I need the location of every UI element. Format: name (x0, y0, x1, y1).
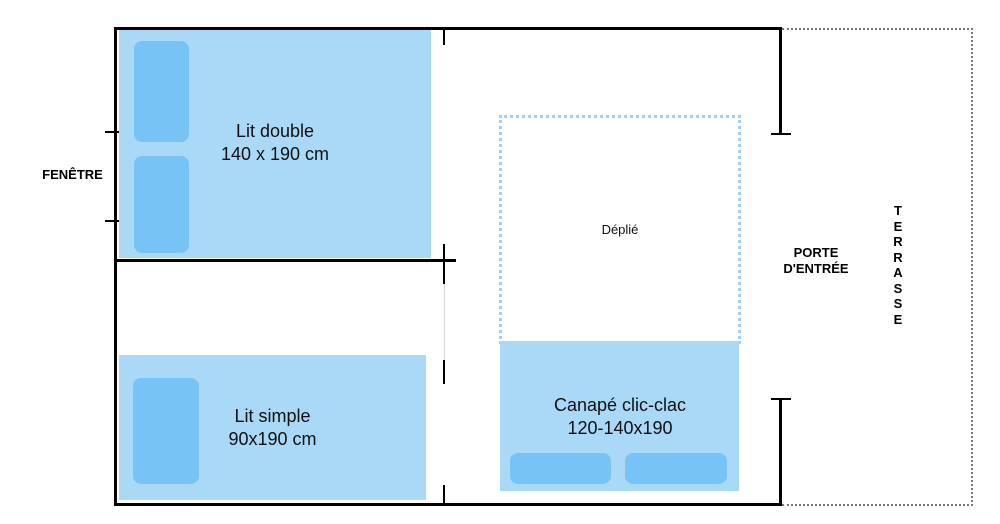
double-bed-label-line2: 140 x 190 cm (220, 143, 330, 164)
single-bed-label-line1: Lit simple (234, 406, 311, 426)
terrace-letter: R (893, 234, 903, 249)
wall-bottom (114, 503, 782, 506)
single-bed-label-line2: 90x190 cm (228, 428, 317, 449)
entrance-door-label: PORTE D'ENTRÉE (770, 245, 862, 278)
terrace-label: T E R R A S S E (886, 203, 910, 327)
terrace-letter: R (893, 249, 903, 265)
partition-thin (444, 284, 445, 360)
terrace-outline (782, 28, 973, 506)
wall-right-bottom (779, 398, 782, 506)
wall-left (114, 27, 117, 506)
sofa-cushion-left (510, 453, 611, 484)
door-tick-top (771, 133, 791, 135)
entrance-door-label-line1: PORTE (793, 245, 839, 260)
sofa-bed-label: Canapé clic-clac 120-140x190 (520, 394, 720, 439)
terrace-letter: E (893, 311, 903, 327)
window-tick-top (105, 131, 125, 133)
sofa-cushion-right (625, 453, 727, 484)
partition-vertical-bottom (443, 360, 445, 384)
single-bed-pillow (133, 378, 199, 484)
terrace-letter: T (894, 203, 902, 218)
terrace-letter: S (893, 296, 903, 311)
partition-vertical-lower (443, 485, 445, 505)
entrance-door-label-line2: D'ENTRÉE (783, 261, 849, 277)
sofa-bed-label-line1: Canapé clic-clac (553, 395, 687, 415)
partition-vertical-top (443, 27, 445, 45)
window-label: FENÊTRE (42, 167, 103, 182)
door-tick-bottom (771, 398, 791, 400)
terrace-letter: E (893, 218, 903, 234)
terrace-letter: A (893, 265, 903, 280)
sofa-bed-label-line2: 120-140x190 (567, 417, 673, 438)
wall-top (114, 27, 782, 30)
wall-right-top (779, 27, 782, 135)
double-bed-label: Lit double 140 x 190 cm (200, 120, 350, 165)
partition-horizontal (114, 259, 456, 262)
single-bed-label: Lit simple 90x190 cm (200, 405, 345, 450)
sofa-unfolded-label: Déplié (601, 222, 639, 237)
window-tick-bottom (105, 220, 125, 222)
partition-vertical-mid (443, 244, 445, 284)
double-bed-label-line1: Lit double (235, 121, 315, 141)
double-bed-pillow-bottom (134, 156, 189, 253)
terrace-letter: S (893, 280, 903, 296)
double-bed-pillow-top (134, 41, 189, 142)
